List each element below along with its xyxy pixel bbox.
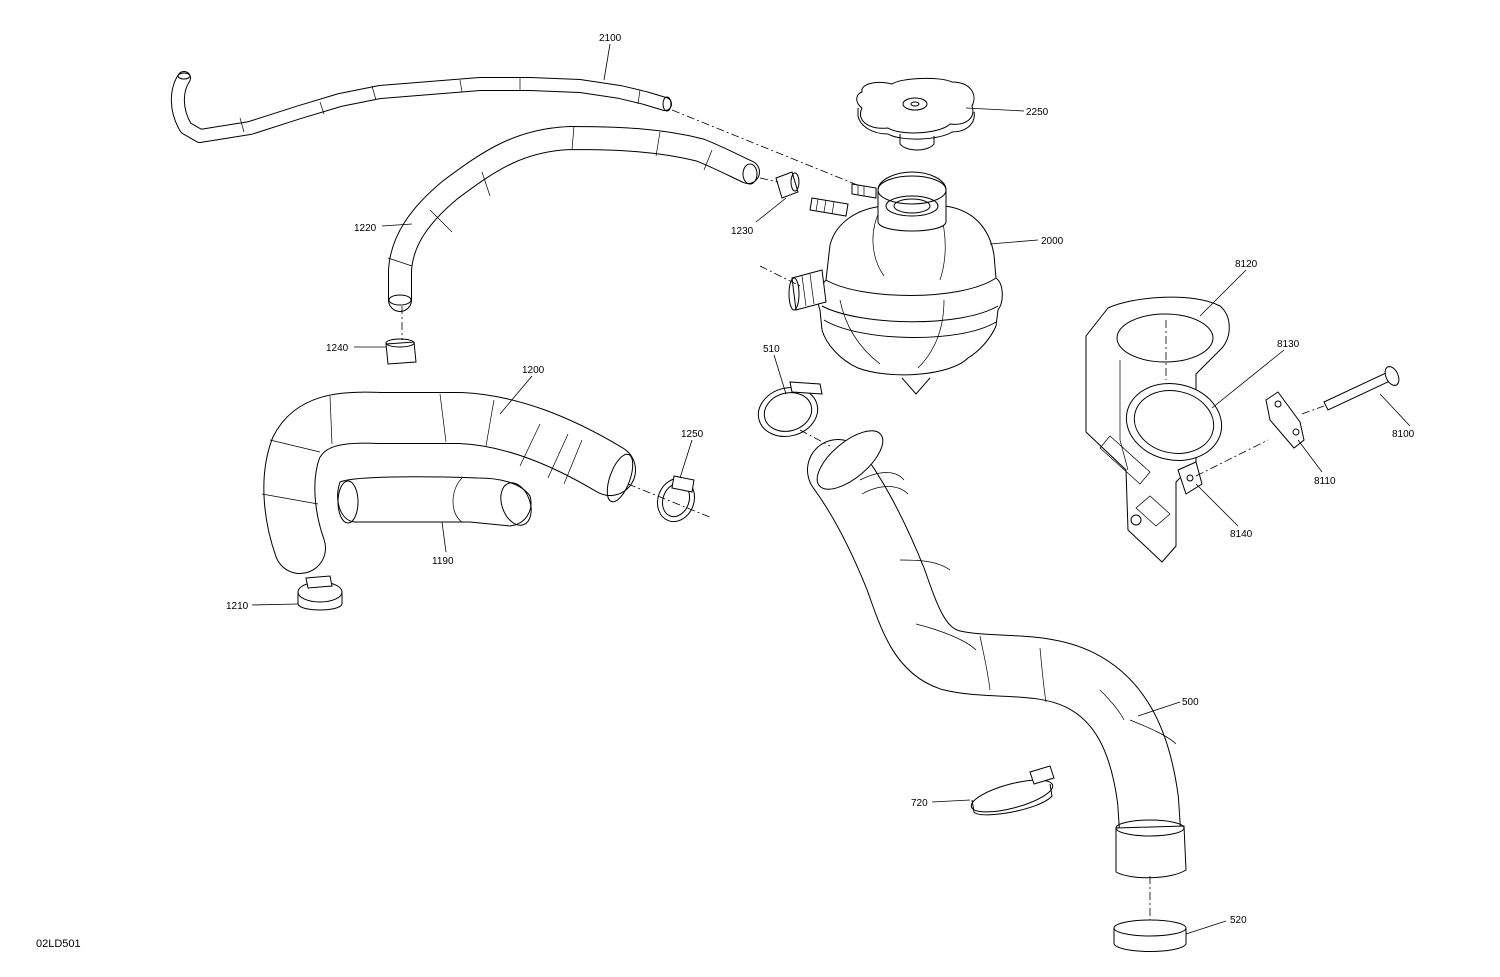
callout-1210: 1210 xyxy=(226,601,249,612)
alignment-lines xyxy=(401,109,1325,920)
part-2000-expansion-tank xyxy=(788,171,1003,395)
part-1250-clamp xyxy=(656,475,696,523)
callout-2250: 2250 xyxy=(1026,107,1049,118)
callout-1220: 1220 xyxy=(354,223,377,234)
callout-8130: 8130 xyxy=(1277,339,1300,350)
callout-8110: 8110 xyxy=(1314,476,1336,487)
callout-1240: 1240 xyxy=(326,343,349,354)
part-520-sleeve xyxy=(1113,919,1187,952)
callout-8120: 8120 xyxy=(1235,259,1258,270)
callout-8100: 8100 xyxy=(1392,429,1415,440)
part-8130-gasket xyxy=(1125,383,1223,461)
part-8110-plate xyxy=(1265,391,1305,449)
callout-8140: 8140 xyxy=(1230,529,1253,540)
callout-2100: 2100 xyxy=(599,33,622,44)
part-500-lower-hose xyxy=(807,430,1187,879)
part-1240-clamp xyxy=(385,338,417,365)
part-2100-vent-hose xyxy=(170,71,672,143)
part-8140-tab xyxy=(1177,461,1203,495)
callout-520: 520 xyxy=(1230,915,1247,926)
callout-2000: 2000 xyxy=(1041,236,1064,247)
part-720-clamp xyxy=(970,765,1055,816)
part-1220-hose xyxy=(387,125,760,312)
callout-labels: 2100 2250 1220 1230 2000 1240 8120 8130 … xyxy=(226,33,1415,926)
part-1210-clamp xyxy=(297,575,343,611)
callout-1250: 1250 xyxy=(681,429,704,440)
leader-lines xyxy=(251,43,1411,935)
callout-510: 510 xyxy=(763,344,780,355)
part-1190-hose xyxy=(337,476,532,527)
part-510-clamp xyxy=(757,381,823,437)
callout-500: 500 xyxy=(1182,697,1199,708)
part-1230-clamp xyxy=(775,171,800,199)
callout-1200: 1200 xyxy=(522,365,545,376)
callout-1230: 1230 xyxy=(731,226,754,237)
callout-720: 720 xyxy=(911,798,928,809)
part-8100-bolt xyxy=(1323,366,1400,411)
callout-1190: 1190 xyxy=(432,556,454,567)
part-2250-pressure-cap xyxy=(856,77,975,151)
diagram-code: 02LD501 xyxy=(36,938,81,950)
part-1200-hose xyxy=(261,391,636,574)
